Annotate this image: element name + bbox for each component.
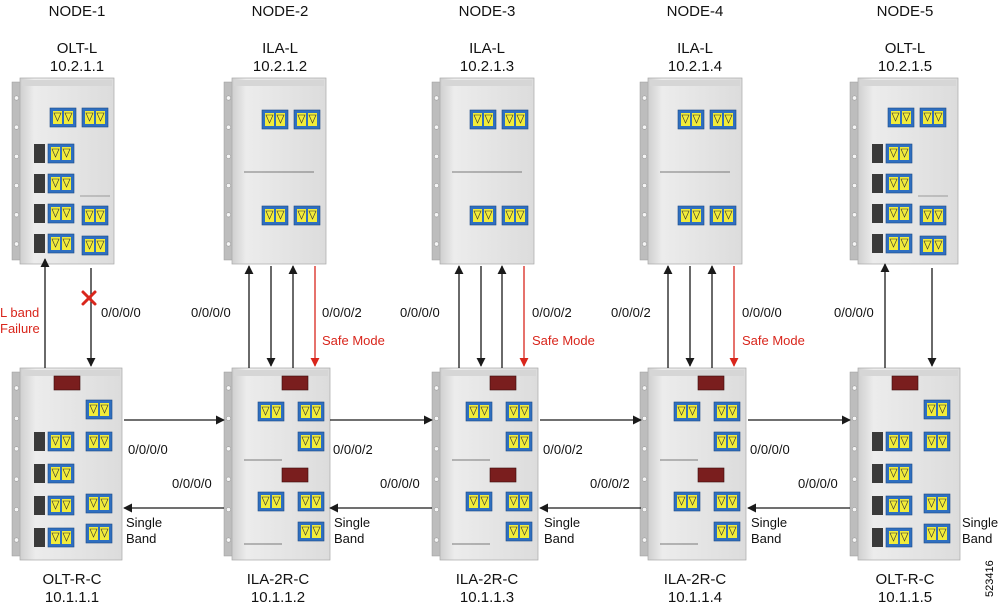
node-4-bottom-card: ILA-2R-C bbox=[664, 571, 727, 588]
n5-port-label: 0/0/0/0 bbox=[834, 305, 874, 320]
node-3-labels: NODE-3 ILA-L 10.2.1.3 ILA-2R-C 10.1.1.3 bbox=[456, 3, 519, 606]
link-labels: L band Failure 0/0/0/0 0/0/0/0 0/0/0/2 S… bbox=[0, 305, 998, 597]
n1-port-label: 0/0/0/0 bbox=[101, 305, 141, 320]
h45-band-label: Band bbox=[751, 531, 781, 546]
n2-port-label-right: 0/0/0/2 bbox=[322, 305, 362, 320]
failure-label-line2: Failure bbox=[0, 321, 40, 336]
n4-port-label-left: 0/0/0/2 bbox=[611, 305, 651, 320]
node-2-ila-l-panel bbox=[223, 77, 327, 265]
h23-upper-label: 0/0/0/2 bbox=[333, 442, 373, 457]
node-3-header: NODE-3 bbox=[459, 3, 516, 20]
safe-mode-connections bbox=[310, 266, 739, 367]
node-5-bottom-card: OLT-R-C bbox=[876, 571, 935, 588]
h45-lower-label: 0/0/0/0 bbox=[798, 476, 838, 491]
node-1-olt-r-c-panel bbox=[11, 367, 123, 561]
h45-upper-label: 0/0/0/0 bbox=[750, 442, 790, 457]
node-2-bottom-ip: 10.1.1.2 bbox=[251, 589, 305, 606]
node-2-top-ip: 10.2.1.2 bbox=[253, 58, 307, 75]
horizontal-connections bbox=[123, 415, 851, 513]
red-x-icon bbox=[81, 290, 97, 306]
h12-lower-label: 0/0/0/0 bbox=[172, 476, 212, 491]
n4-safe-mode-label: Safe Mode bbox=[742, 333, 805, 348]
node-1-olt-l-panel bbox=[11, 77, 115, 265]
node-4-ila-l-panel bbox=[639, 77, 743, 265]
h23-single-label: Single bbox=[334, 515, 370, 530]
n5-single-label: Single bbox=[962, 515, 998, 530]
n2-safe-mode-label: Safe Mode bbox=[322, 333, 385, 348]
n3-port-label-left: 0/0/0/0 bbox=[400, 305, 440, 320]
node-5-top-ip: 10.2.1.5 bbox=[878, 58, 932, 75]
node-4-header: NODE-4 bbox=[667, 3, 724, 20]
figure-id: 523416 bbox=[984, 560, 996, 597]
h12-single-label: Single bbox=[126, 515, 162, 530]
n3-safe-mode-label: Safe Mode bbox=[532, 333, 595, 348]
h45-single-label: Single bbox=[751, 515, 787, 530]
vertical-connections bbox=[40, 258, 937, 368]
h23-band-label: Band bbox=[334, 531, 364, 546]
node-4-top-card: ILA-L bbox=[677, 40, 713, 57]
node-4-ila-2r-c-panel bbox=[639, 367, 747, 561]
node-3-ila-l-panel bbox=[431, 77, 535, 265]
h34-lower-label: 0/0/0/2 bbox=[590, 476, 630, 491]
h12-band-label: Band bbox=[126, 531, 156, 546]
node-1-bottom-ip: 10.1.1.1 bbox=[45, 589, 99, 606]
node-1-top-ip: 10.2.1.1 bbox=[50, 58, 104, 75]
node-5-olt-l-panel bbox=[849, 77, 959, 265]
node-4-top-ip: 10.2.1.4 bbox=[668, 58, 722, 75]
node-5-header: NODE-5 bbox=[877, 3, 934, 20]
node-3-top-ip: 10.2.1.3 bbox=[460, 58, 514, 75]
n2-port-label-left: 0/0/0/0 bbox=[191, 305, 231, 320]
node-1-bottom-card: OLT-R-C bbox=[43, 571, 102, 588]
n4-port-label-right: 0/0/0/0 bbox=[742, 305, 782, 320]
node-1-labels: NODE-1 OLT-L 10.2.1.1 OLT-R-C 10.1.1.1 bbox=[43, 3, 106, 606]
h12-upper-label: 0/0/0/0 bbox=[128, 442, 168, 457]
node-3-bottom-ip: 10.1.1.3 bbox=[460, 589, 514, 606]
node-5-labels: NODE-5 OLT-L 10.2.1.5 OLT-R-C 10.1.1.5 bbox=[876, 3, 935, 606]
node-3-ila-2r-c-panel bbox=[431, 367, 539, 561]
node-4-labels: NODE-4 ILA-L 10.2.1.4 ILA-2R-C 10.1.1.4 bbox=[664, 3, 727, 606]
node-5-top-card: OLT-L bbox=[885, 40, 926, 57]
h34-upper-label: 0/0/0/2 bbox=[543, 442, 583, 457]
node-2-bottom-card: ILA-2R-C bbox=[247, 571, 310, 588]
node-2-labels: NODE-2 ILA-L 10.2.1.2 ILA-2R-C 10.1.1.2 bbox=[247, 3, 310, 606]
h23-lower-label: 0/0/0/0 bbox=[380, 476, 420, 491]
failure-label-line1: L band bbox=[0, 305, 39, 320]
h34-single-label: Single bbox=[544, 515, 580, 530]
node-1-top-card: OLT-L bbox=[57, 40, 98, 57]
node-5-bottom-ip: 10.1.1.5 bbox=[878, 589, 932, 606]
node-2-top-card: ILA-L bbox=[262, 40, 298, 57]
h34-band-label: Band bbox=[544, 531, 574, 546]
node-3-bottom-card: ILA-2R-C bbox=[456, 571, 519, 588]
node-3-top-card: ILA-L bbox=[469, 40, 505, 57]
n3-port-label-right: 0/0/0/2 bbox=[532, 305, 572, 320]
node-2-ila-2r-c-panel bbox=[223, 367, 331, 561]
device-panels bbox=[11, 77, 961, 561]
node-1-header: NODE-1 bbox=[49, 3, 106, 20]
node-2-header: NODE-2 bbox=[252, 3, 309, 20]
node-5-olt-r-c-panel bbox=[849, 367, 961, 561]
n5-band-label: Band bbox=[962, 531, 992, 546]
node-4-bottom-ip: 10.1.1.4 bbox=[668, 589, 722, 606]
